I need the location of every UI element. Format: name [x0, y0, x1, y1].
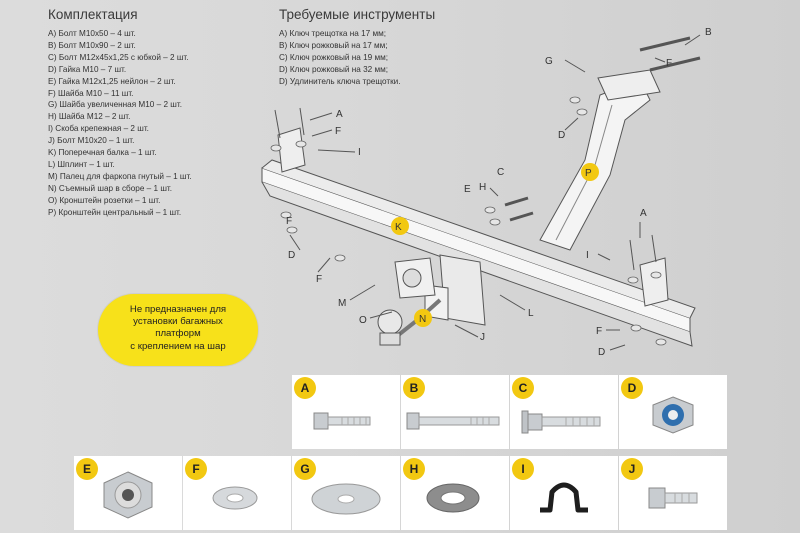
diagram-label-o: O	[359, 315, 367, 326]
part-letter-badge: A	[294, 377, 316, 399]
part-tile-g: G	[292, 456, 400, 530]
diagram-label-f: F	[335, 126, 341, 137]
kit-item: C) Болт M12x45x1,25 с юбкой – 2 шт.	[48, 52, 189, 62]
part-letter-badge: E	[76, 458, 98, 480]
part-letter-badge: B	[403, 377, 425, 399]
kit-title: Комплектация	[48, 7, 138, 22]
part-letter-badge: I	[512, 458, 534, 480]
tool-item: C) Ключ рожковый на 19 мм;	[279, 52, 389, 62]
diagram-label-e: E	[464, 184, 471, 195]
part-tile-b: B	[401, 375, 509, 449]
callout-line: Не предназначен для	[129, 304, 227, 315]
callout-line: установки багажных	[133, 316, 223, 328]
tool-item: D) Ключ рожковый на 32 мм;	[279, 64, 389, 74]
label-marker-n	[414, 309, 432, 327]
towbar-exploded-diagram: A F I B G F D K P C E H F D F A I M O N …	[261, 27, 712, 358]
diagram-label-d: D	[558, 130, 565, 141]
part-letter-badge: D	[621, 377, 643, 399]
part-letter-badge: H	[403, 458, 425, 480]
kit-item: H) Шайба M12 – 2 шт.	[48, 112, 131, 122]
diagram-label-d2: D	[288, 250, 295, 261]
kit-item: P) Кронштейн центральный – 1 шт.	[48, 207, 182, 217]
diagram-label-i2: I	[586, 250, 589, 261]
tools-list: A) Ключ трещотка на 17 мм; B) Ключ рожко…	[279, 28, 401, 88]
diagram-label-c: C	[497, 167, 504, 178]
tool-item: B) Ключ рожковый на 17 мм;	[279, 40, 388, 50]
short-hex-bolt-icon	[648, 487, 698, 509]
part-tile-h: H	[401, 456, 509, 530]
kit-item: M) Палец для фаркопа гнутый – 1 шт.	[48, 171, 192, 181]
kit-item: N) Съемный шар в сборе – 1 шт.	[48, 183, 173, 193]
right-end-bracket	[639, 257, 669, 307]
kit-item: F) Шайба M10 – 11 шт.	[48, 88, 134, 98]
diagram-label-f2: F	[666, 58, 672, 69]
label-marker-k	[391, 217, 409, 235]
diagram-label-p: P	[585, 168, 592, 179]
tools-title: Требуемые инструменты	[279, 7, 436, 22]
diagram-label-n: N	[419, 314, 426, 325]
kit-item: D) Гайка M10 – 7 шт.	[48, 64, 127, 74]
diagram-label-k: K	[395, 222, 402, 233]
diagram-label-f4: F	[316, 274, 322, 285]
part-tile-d: D	[619, 375, 727, 449]
callout-line: платформ	[155, 328, 201, 340]
nylon-nut-small-icon	[652, 396, 694, 434]
diagram-label-f5: F	[596, 326, 602, 337]
washer-dark-icon	[426, 483, 480, 513]
part-letter-badge: G	[294, 458, 316, 480]
warning-callout: Не предназначен для установки багажных п…	[98, 294, 258, 366]
diagram-label-h: H	[479, 182, 486, 193]
kit-item: O) Кронштейн розетки – 1 шт.	[48, 195, 161, 205]
callout-line: с креплением на шар	[130, 340, 226, 352]
kit-item: L) Шплинт – 1 шт.	[48, 159, 115, 169]
part-letter-badge: J	[621, 458, 643, 480]
part-tile-f: F	[183, 456, 291, 530]
nylon-nut-large-icon	[103, 471, 153, 519]
diagram-label-i: I	[358, 147, 361, 158]
mounting-bracket-icon	[540, 482, 588, 513]
left-end-bracket	[277, 127, 306, 173]
diagram-label-a: A	[336, 109, 343, 120]
part-letter-badge: F	[185, 458, 207, 480]
diagram-label-g: G	[545, 56, 553, 67]
short-bolt-icon	[313, 412, 371, 430]
kit-item: I) Скоба крепежная – 2 шт.	[48, 124, 149, 134]
bracket-plate	[597, 69, 661, 101]
kit-item: E) Гайка M12x1,25 нейлон – 2 шт.	[48, 76, 176, 86]
part-tile-c: C	[510, 375, 618, 449]
diagram-label-f3: F	[286, 216, 292, 227]
kit-item: A) Болт M10x50 – 4 шт.	[48, 29, 136, 38]
label-marker-p	[581, 163, 599, 181]
diagram-label-d3: D	[598, 347, 605, 358]
kit-item: J) Болт M10x20 – 1 шт.	[48, 136, 135, 146]
diagram-label-j: J	[480, 332, 485, 343]
washer-small-icon	[212, 486, 258, 510]
kit-item: K) Поперечная балка – 1 шт.	[48, 148, 157, 158]
tool-item: D) Удлинитель ключа трещотки.	[279, 76, 401, 86]
part-tile-e: E	[74, 456, 182, 530]
kit-item: G) Шайба увеличенная M10 – 2 шт.	[48, 100, 182, 110]
flange-bolt-icon	[521, 410, 601, 434]
diagram-label-a2: A	[640, 208, 647, 219]
part-tile-a: A	[292, 375, 400, 449]
kit-item: B) Болт M10x90 – 2 шт.	[48, 40, 136, 50]
diagram-label-l: L	[528, 308, 534, 319]
long-bolt-icon	[406, 412, 500, 430]
part-tile-j: J	[619, 456, 727, 530]
diagram-label-m: M	[338, 298, 346, 309]
part-letter-badge: C	[512, 377, 534, 399]
washer-large-icon	[311, 483, 381, 515]
kit-list: A) Болт M10x50 – 4 шт. B) Болт M10x90 – …	[48, 28, 192, 219]
tool-item: A) Ключ трещотка на 17 мм;	[279, 29, 386, 38]
diagram-label-b: B	[705, 27, 712, 38]
tow-ball	[377, 309, 403, 335]
part-tile-i: I	[510, 456, 618, 530]
